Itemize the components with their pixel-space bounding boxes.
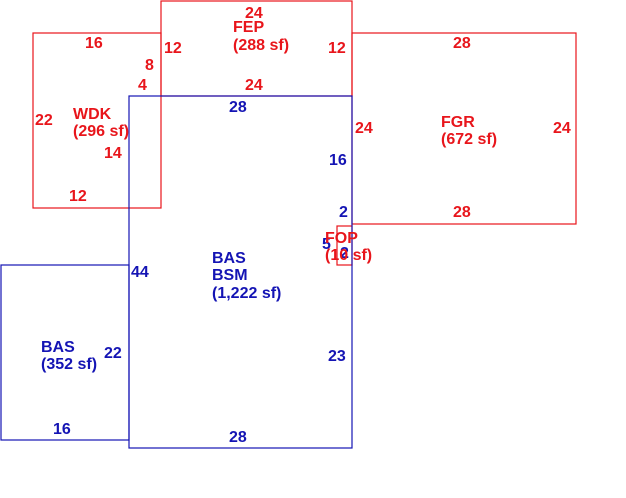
- wdk-size: (296 sf): [73, 123, 129, 140]
- dim-fep-top: 24: [245, 5, 263, 22]
- dim-fgr-top: 28: [453, 35, 471, 52]
- wdk-code: WDK: [73, 106, 112, 123]
- fgr-code: FGR: [441, 114, 475, 131]
- dim-bas-right-upper: 16: [329, 152, 347, 169]
- dim-bas-left: 44: [131, 264, 149, 281]
- dim-bas-right-lower: 23: [328, 348, 346, 365]
- dim-fep-left: 12: [164, 40, 182, 57]
- dim-bas-bottom: 28: [229, 429, 247, 446]
- bas-side-outline: [0, 264, 130, 441]
- dim-wdk-step-a: 8: [145, 57, 154, 74]
- dim-side-inner: 22: [104, 345, 122, 362]
- dim-fop-right: 2: [340, 245, 349, 262]
- dim-fop-left: 5: [322, 236, 331, 253]
- fgr-size: (672 sf): [441, 131, 497, 148]
- bas-main-size: (1,222 sf): [212, 285, 281, 302]
- dim-side-bottom: 16: [53, 421, 71, 438]
- fop-size: (10 sf): [325, 247, 372, 264]
- fop-code: FOP: [325, 230, 358, 247]
- dim-bas-top: 28: [229, 99, 247, 116]
- dim-fgr-right: 24: [553, 120, 571, 137]
- dim-wdk-inner: 14: [104, 145, 122, 162]
- dim-fep-right: 12: [328, 40, 346, 57]
- dim-wdk-left: 22: [35, 112, 53, 129]
- dim-wdk-step-b: 4: [138, 77, 147, 94]
- bas-side-code: BAS: [41, 339, 75, 356]
- bas-main-code2: BSM: [212, 267, 248, 284]
- dim-wdk-top: 16: [85, 35, 103, 52]
- dim-fgr-left: 24: [355, 120, 373, 137]
- bas-side-size: (352 sf): [41, 356, 97, 373]
- dim-fep-bottom: 24: [245, 77, 263, 94]
- wdk-outline: [32, 32, 162, 209]
- fep-code: FEP: [233, 19, 264, 36]
- dim-fgr-bottom: 28: [453, 204, 471, 221]
- dim-wdk-bottom: 12: [69, 188, 87, 205]
- fep-size: (288 sf): [233, 37, 289, 54]
- bas-main-code: BAS: [212, 250, 246, 267]
- dim-bas-right-short: 2: [339, 204, 348, 221]
